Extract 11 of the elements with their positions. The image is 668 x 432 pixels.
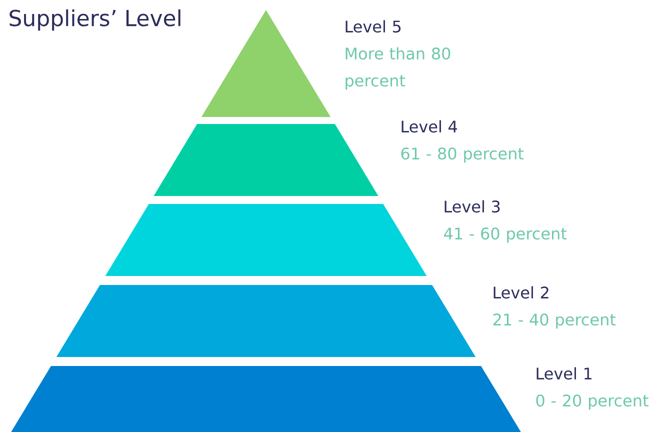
level-value: More than 80 percent <box>346 47 450 90</box>
level-heading: Level 3 <box>444 200 500 213</box>
level-heading: Level 1 <box>536 367 592 380</box>
title: Suppliers’ Level <box>10 9 180 31</box>
level-heading: Level 2 <box>494 286 548 299</box>
level-heading: Level 4 <box>402 120 458 133</box>
level-value: 41 - 60 percent <box>444 228 567 243</box>
level-value: 61 - 80 percent <box>401 148 524 163</box>
level-value: 0 - 20 percent <box>536 394 648 410</box>
level-value: 21 - 40 percent <box>493 314 616 329</box>
level-heading: Level 5 <box>346 20 401 33</box>
